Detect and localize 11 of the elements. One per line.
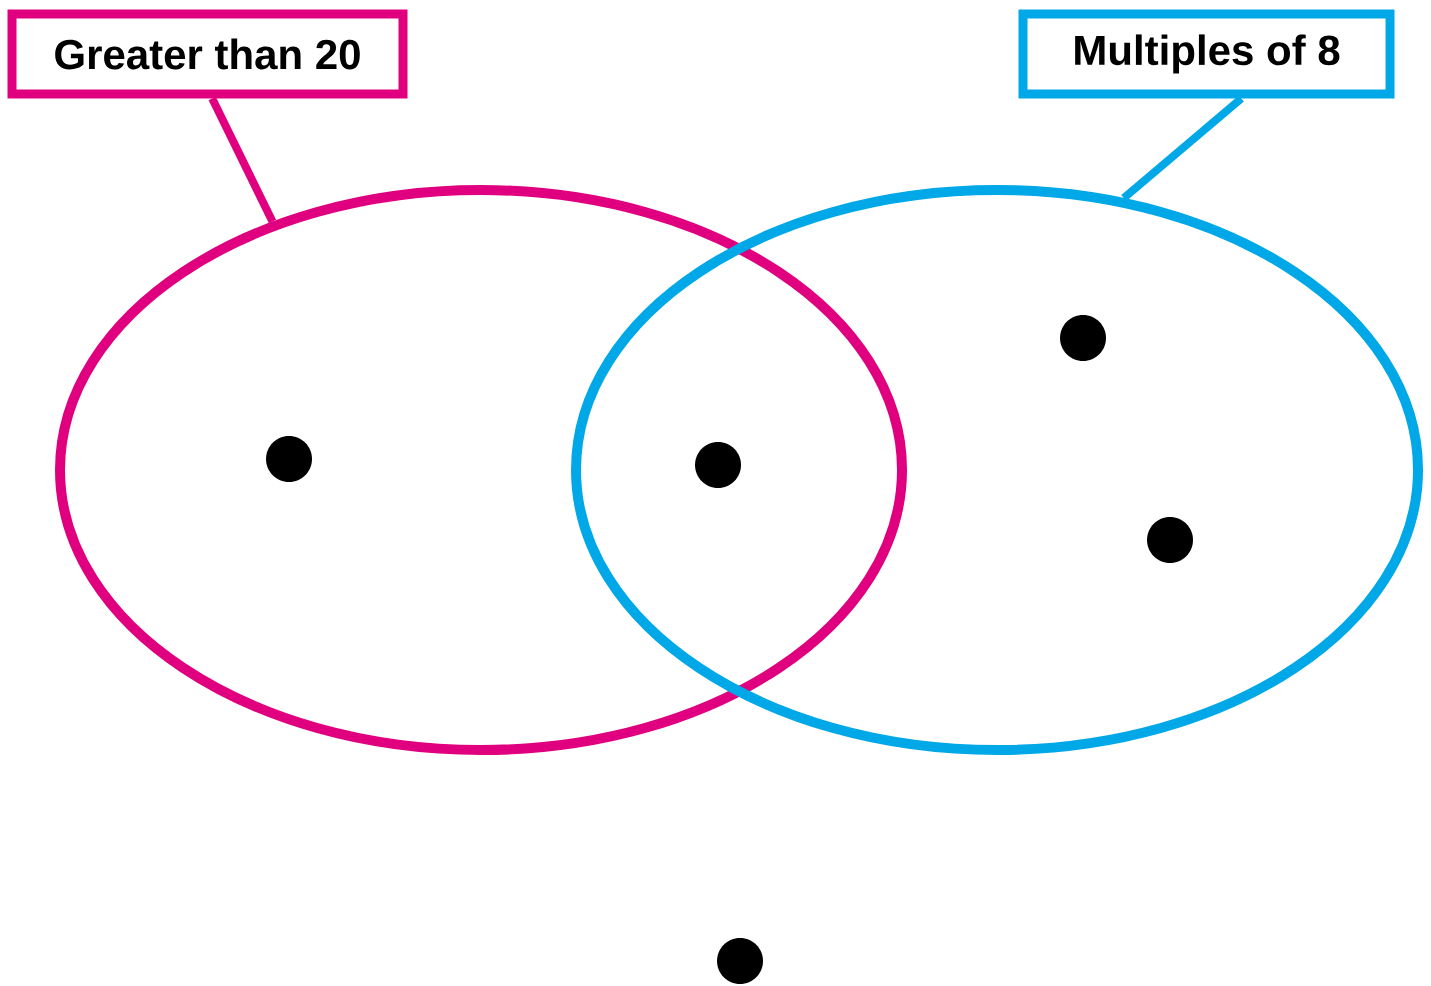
element-dot (266, 436, 312, 482)
element-dot (695, 442, 741, 488)
leader-line (208, 96, 277, 224)
label-box: Greater than 20 (7, 9, 408, 99)
set-ellipse (55, 185, 907, 755)
element-dot (1147, 517, 1193, 563)
leader-line (1121, 95, 1244, 201)
set-ellipse (571, 185, 1423, 755)
label-box: Multiples of 8 (1018, 9, 1395, 99)
element-dot (717, 938, 763, 984)
element-dot (1060, 315, 1106, 361)
